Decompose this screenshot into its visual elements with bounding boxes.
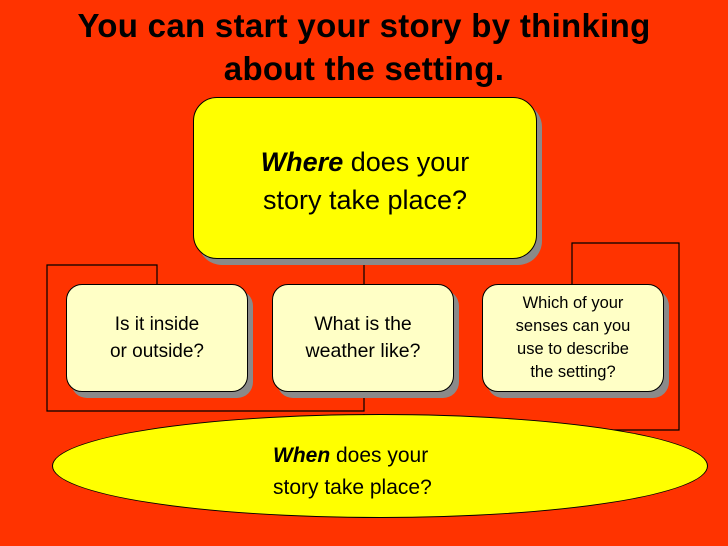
- senses-line-1: Which of your: [522, 294, 624, 312]
- inside-outside-box: Is it inside or outside?: [66, 284, 248, 392]
- where-box-line-1: Where does your: [194, 143, 536, 181]
- when-line-2: story take place?: [273, 476, 432, 499]
- when-line-1: When does your: [273, 440, 432, 472]
- left-bracket-connector: [46, 264, 365, 412]
- where-box: Where does your story take place?: [193, 97, 537, 259]
- where-box-line-2: story take place?: [262, 185, 468, 215]
- inside-line-2: or outside?: [109, 341, 204, 362]
- title-line-1: You can start your story by thinking: [77, 7, 651, 44]
- when-emphasis: When: [273, 444, 331, 467]
- weather-line-2: weather like?: [305, 340, 421, 362]
- title-line-2: about the setting.: [223, 50, 505, 87]
- senses-line-2: senses can you: [515, 317, 631, 335]
- when-rest: does your: [330, 444, 429, 467]
- inside-line-1: Is it inside: [114, 314, 200, 335]
- senses-line-3: use to describe: [517, 340, 629, 358]
- slide-title: You can start your story by thinking abo…: [0, 4, 728, 90]
- when-text: When does your story take place?: [273, 440, 432, 504]
- where-emphasis: Where: [260, 147, 344, 177]
- weather-box: What is the weather like?: [272, 284, 454, 392]
- where-rest: does your: [343, 147, 470, 177]
- senses-box: Which of your senses can you use to desc…: [482, 284, 664, 392]
- when-ellipse: [52, 414, 708, 518]
- weather-line-1: What is the: [314, 313, 412, 335]
- senses-line-4: the setting?: [530, 363, 616, 381]
